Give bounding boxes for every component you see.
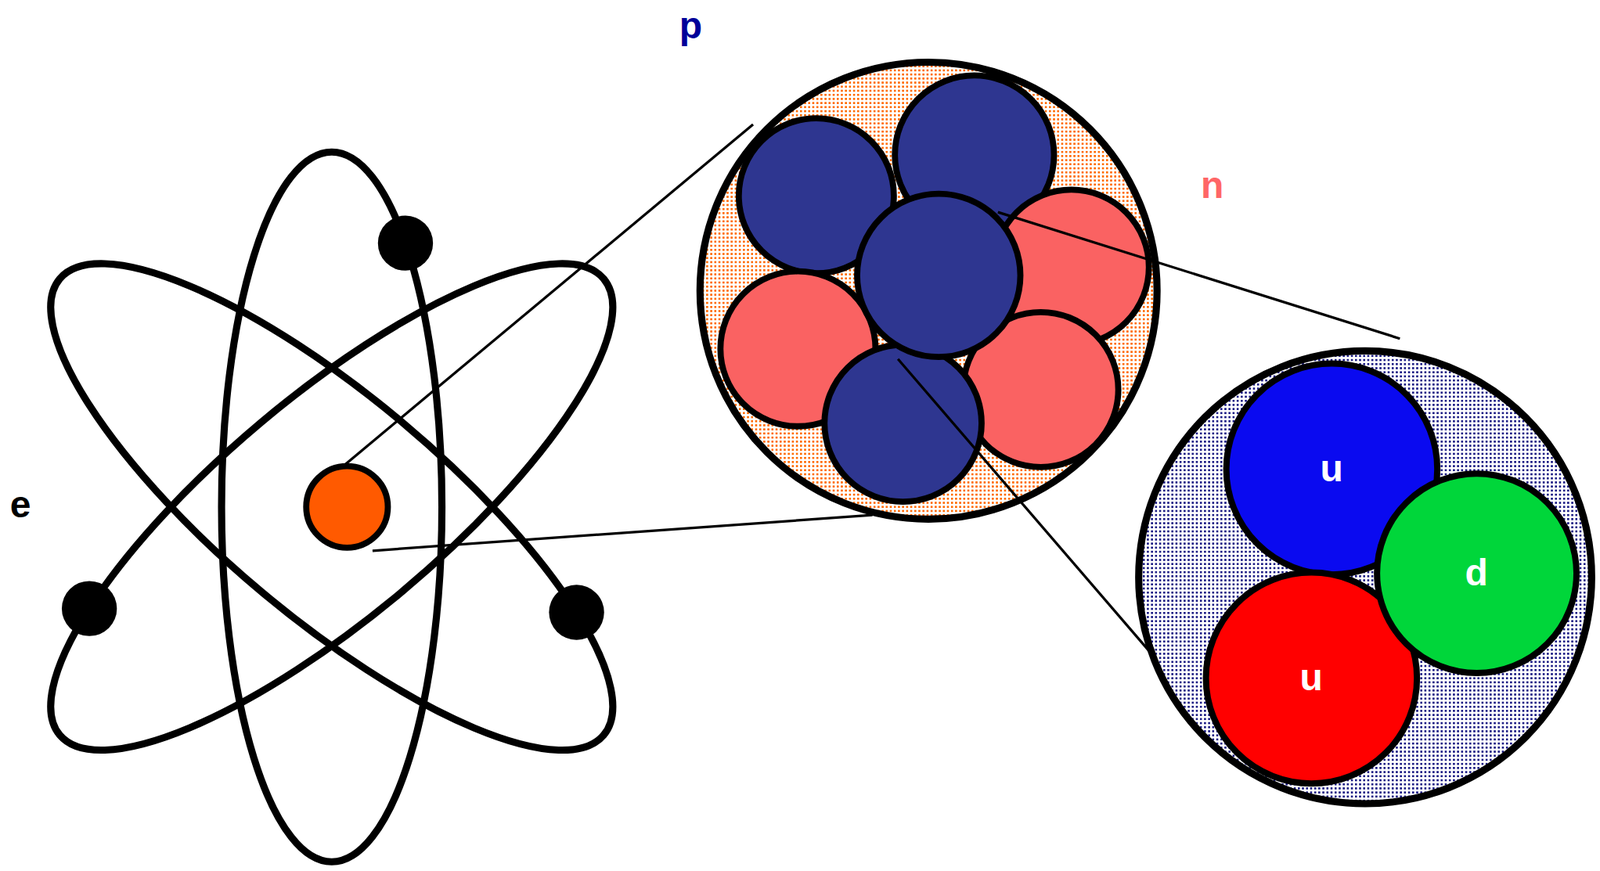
electrons [61, 215, 605, 640]
orbit [0, 194, 675, 820]
quark-label: u [1299, 657, 1323, 700]
zoom-line [372, 515, 873, 552]
electron [61, 580, 117, 636]
electron-label: e [10, 484, 32, 527]
quark-label: d [1465, 552, 1489, 595]
proton-magnified [1138, 350, 1593, 804]
nucleus-magnified [699, 62, 1157, 520]
electron-orbits [0, 151, 675, 862]
neutron-label: n [1200, 165, 1224, 207]
orbit [221, 151, 443, 862]
electron [548, 584, 604, 640]
proton [824, 345, 982, 503]
proton [857, 194, 1021, 358]
quark-label: u [1319, 448, 1343, 491]
proton-label: p [679, 4, 703, 47]
quark-circle: d [1370, 467, 1583, 680]
nucleus [306, 466, 388, 548]
electron [378, 215, 433, 271]
zoom-line [342, 124, 754, 468]
nucleus-zoom [699, 62, 1157, 520]
quark-fill [1376, 473, 1577, 674]
orbit [0, 194, 675, 820]
zoom-line [897, 359, 1155, 659]
zoom-line [998, 212, 1400, 339]
